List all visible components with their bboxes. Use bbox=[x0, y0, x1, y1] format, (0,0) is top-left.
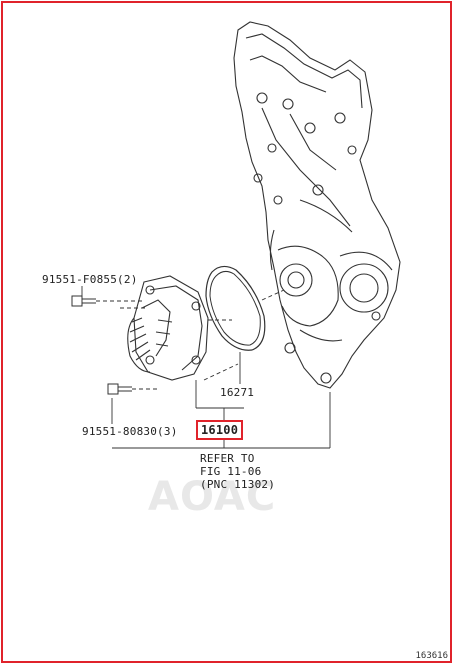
refer-line-1: REFER TO bbox=[200, 452, 255, 465]
leader-lines bbox=[81, 286, 331, 449]
refer-line-3: (PNC 11302) bbox=[200, 478, 276, 491]
gasket-label: 16271 bbox=[220, 386, 255, 399]
highlight-box bbox=[196, 420, 243, 440]
bolt-lower-drawing bbox=[107, 383, 132, 395]
bolt-lower-label: 91551-80830(3) bbox=[82, 425, 178, 438]
bolt-upper-label: 91551-F0855(2) bbox=[42, 273, 138, 286]
water-pump bbox=[127, 275, 209, 381]
refer-line-2: FIG 11-06 bbox=[200, 465, 262, 478]
gasket-ring bbox=[205, 265, 266, 351]
timing-cover bbox=[233, 21, 401, 389]
bolt-upper-drawing bbox=[71, 295, 96, 307]
figure-code: 163616 bbox=[415, 651, 448, 661]
watermark-text: AOAC bbox=[148, 474, 277, 520]
pump-label[interactable]: 16100 bbox=[201, 423, 239, 437]
